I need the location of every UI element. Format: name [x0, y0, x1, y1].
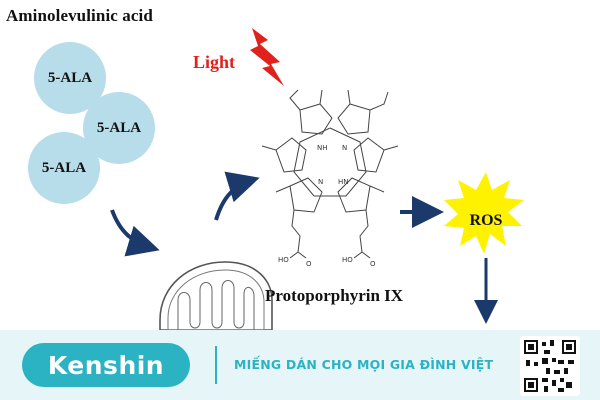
- footer-banner: Kenshin MIẾNG DÁN CHO MỌI GIA ĐÌNH VIỆT: [0, 330, 600, 400]
- arrow-to-protoporphyrin: [214, 171, 260, 221]
- acid-label-right: HO: [342, 256, 353, 264]
- acid-tail-right: O: [370, 260, 376, 268]
- protoporphyrin-label: Protoporphyrin IX: [265, 286, 404, 305]
- mitochondrion-icon: [159, 261, 273, 330]
- n-label-left: N: [318, 178, 323, 186]
- footer-slogan: MIẾNG DÁN CHO MỌI GIA ĐÌNH VIỆT: [234, 357, 494, 372]
- nh-label-top: NH: [317, 144, 328, 152]
- brand-name: Kenshin: [47, 350, 165, 380]
- protoporphyrin-structure: [261, 89, 399, 259]
- ala-molecule-3: 5-ALA: [28, 132, 100, 204]
- ala-molecule-2: 5-ALA: [83, 92, 155, 164]
- arrow-to-mitochondrion: [110, 209, 160, 257]
- ros-label: ROS: [469, 212, 503, 229]
- n-label-right: N: [342, 144, 347, 152]
- qr-code-icon[interactable]: [520, 336, 580, 396]
- brand-logo[interactable]: Kenshin: [22, 343, 190, 387]
- acid-tail-left: O: [306, 260, 312, 268]
- hn-label-bottom: HN: [338, 178, 349, 186]
- lightning-icon: [250, 28, 284, 86]
- footer-divider: [215, 346, 217, 384]
- ros-burst-icon: [444, 172, 524, 254]
- light-label: Light: [193, 52, 236, 72]
- acid-label-left: HO: [278, 256, 289, 264]
- diagram-graphics: NH N N HN HO O HO O: [110, 28, 524, 330]
- diagram: Aminolevulinic acid 5-ALA 5-ALA 5-ALA: [6, 6, 524, 330]
- diagram-title: Aminolevulinic acid: [6, 6, 153, 25]
